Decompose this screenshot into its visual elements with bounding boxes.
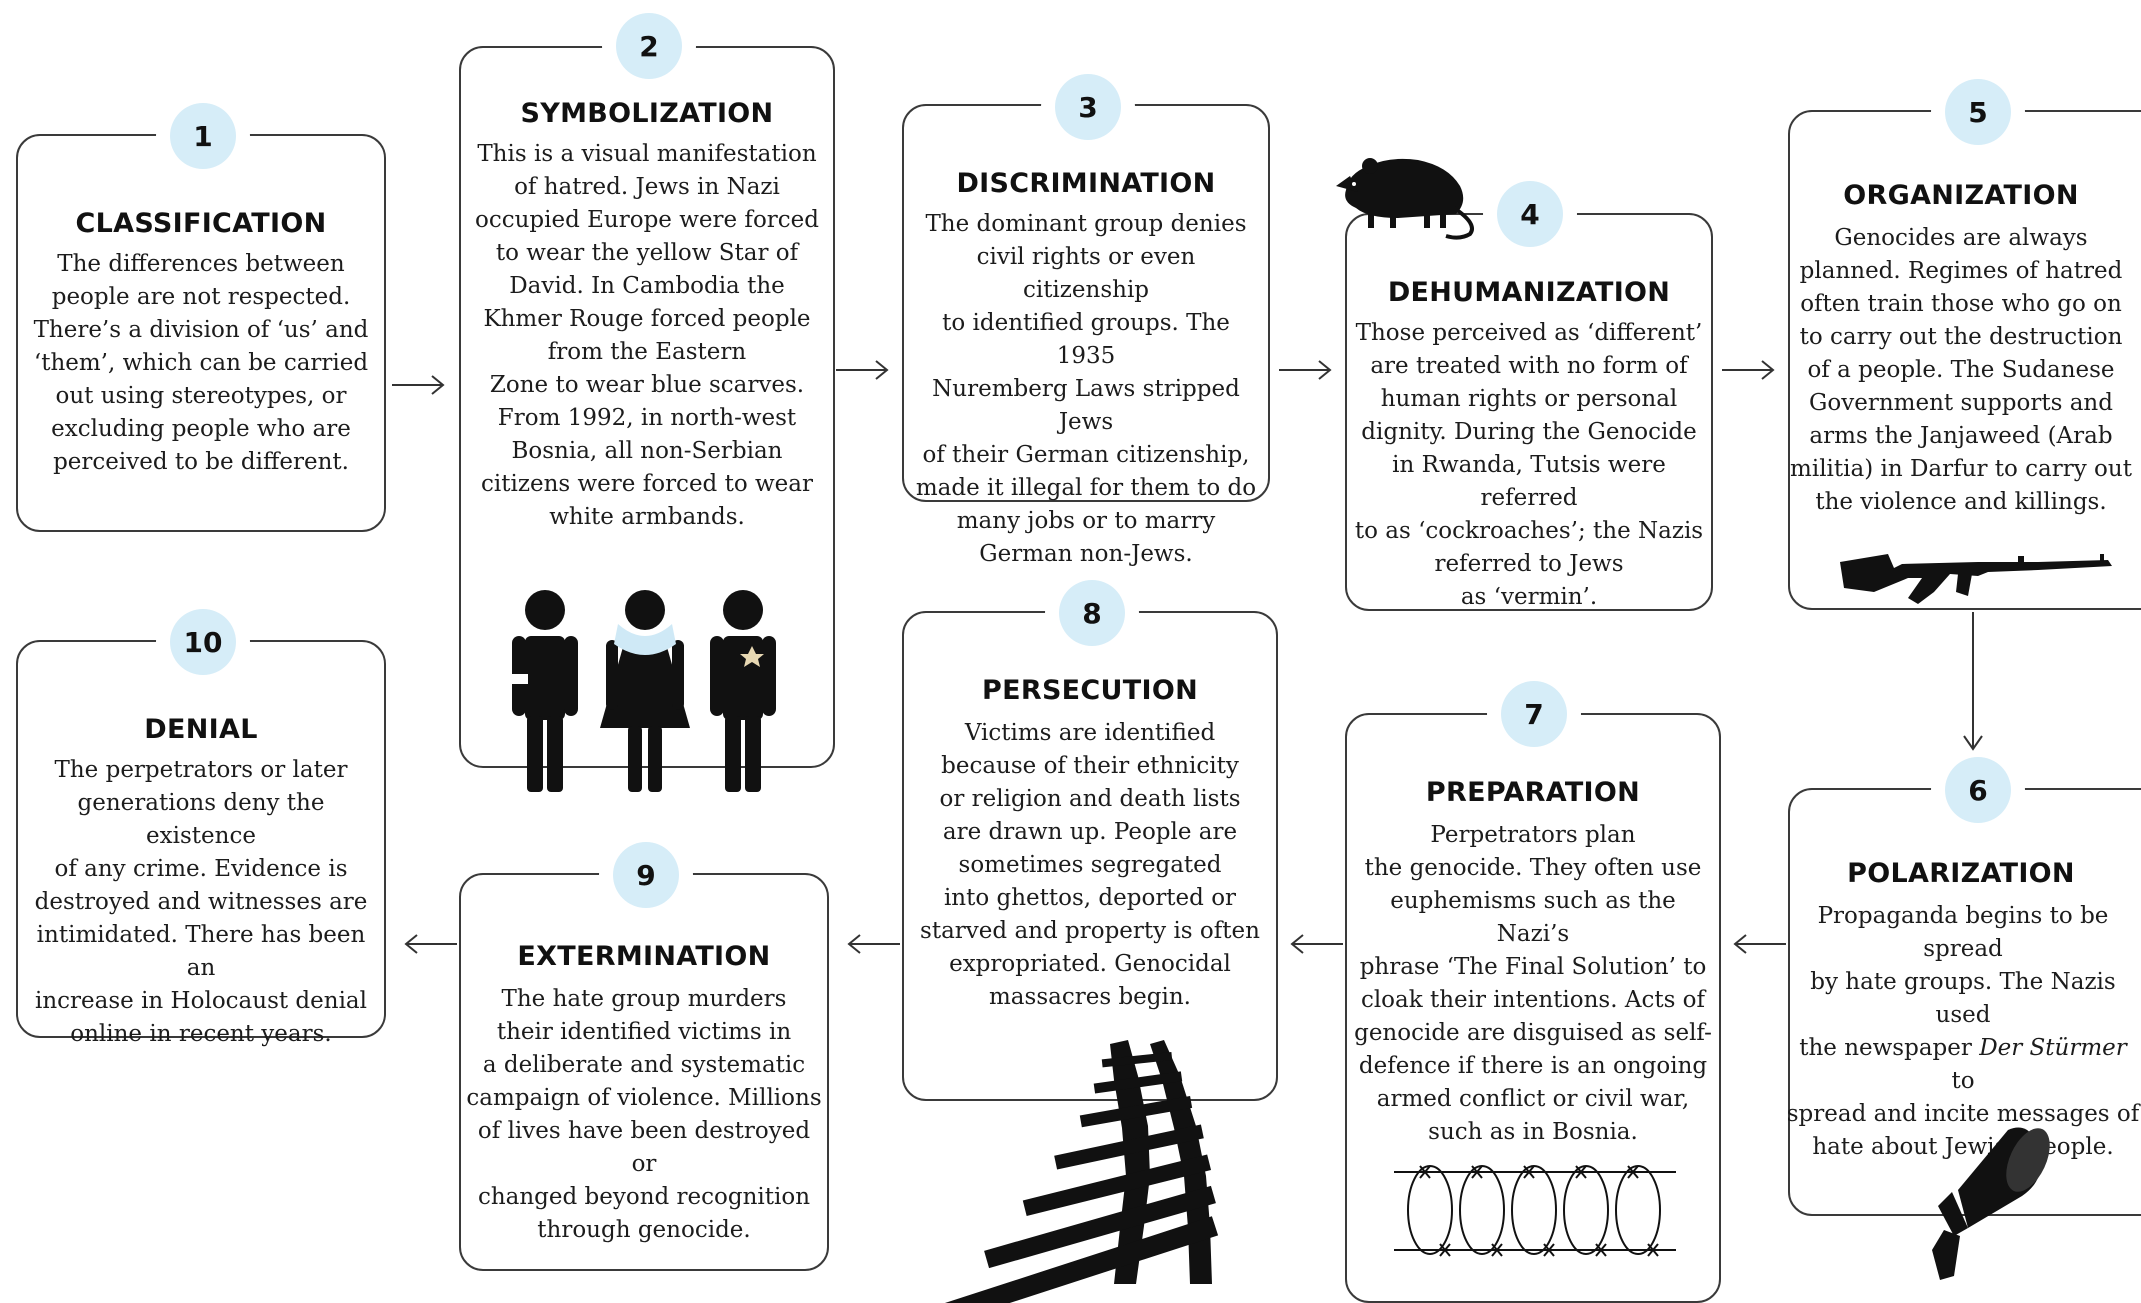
stage-number-badge: 8 [1059, 580, 1125, 646]
arrow-down-icon [1963, 612, 1983, 751]
stage-description: The hate group murders their identified … [466, 986, 822, 1243]
newspaper-name: Der Stürmer [1979, 1035, 2127, 1061]
stage-card-persecution: 8 PERSECUTION Victims are identified bec… [902, 580, 1278, 1101]
arrow-right-icon [836, 360, 889, 380]
stage-description: This is a visual manifestation of hatred… [474, 141, 820, 530]
rat-icon [1336, 158, 1474, 240]
rifle-icon [1840, 554, 2112, 604]
stage-title: DISCRIMINATION [956, 168, 1216, 199]
stage-title: SYMBOLIZATION [520, 98, 774, 129]
stage-title: POLARIZATION [1847, 858, 2075, 889]
stage-description: The dominant group denies civil rights o… [915, 211, 1257, 567]
stage-title: PERSECUTION [982, 675, 1198, 706]
stage-description: Perpetrators plan the genocide. They oft… [1354, 822, 1712, 1145]
stage-title: ORGANIZATION [1843, 180, 2079, 211]
stage-number-badge: 5 [1945, 79, 2011, 145]
arrow-left-icon [404, 934, 457, 954]
railway-tracks-icon [939, 1040, 1219, 1303]
stage-title: CLASSIFICATION [75, 208, 327, 239]
stage-title: PREPARATION [1425, 777, 1641, 808]
megaphone-icon [1932, 1127, 2050, 1280]
arrow-left-icon [1733, 934, 1786, 954]
stage-card-denial: 10 DENIAL The perpetrators or later gene… [16, 609, 386, 1047]
stage-number-badge: 10 [170, 609, 236, 675]
stage-card-organization: 5 ORGANIZATION Genocides are always plan… [1788, 79, 2141, 610]
stage-title: EXTERMINATION [517, 941, 771, 972]
stage-description: The perpetrators or later generations de… [34, 757, 368, 1047]
stage-number-badge: 9 [613, 842, 679, 908]
arrow-left-icon [847, 934, 900, 954]
stage-number-badge: 1 [170, 103, 236, 169]
three-figures-icon [510, 590, 776, 792]
stage-card-preparation: 7 PREPARATION Perpetrators plan the geno… [1345, 681, 1721, 1303]
stage-title: DENIAL [144, 714, 258, 745]
stage-number-badge: 4 [1497, 181, 1563, 247]
arrow-right-icon [1722, 360, 1775, 380]
arrow-right-icon [1279, 360, 1332, 380]
stage-number-badge: 7 [1501, 681, 1567, 747]
stage-description: The differences between people are not r… [33, 251, 369, 475]
stage-title: DEHUMANIZATION [1387, 277, 1671, 308]
stage-card-discrimination: 3 DISCRIMINATION The dominant group deni… [902, 74, 1270, 567]
stage-description: Victims are identified because of their … [920, 720, 1260, 1010]
stage-card-extermination: 9 EXTERMINATION The hate group murders t… [459, 842, 829, 1271]
stage-card-classification: 1 CLASSIFICATION The differences between… [16, 103, 386, 532]
stage-card-polarization: 6 POLARIZATION Propaganda begins to be s… [1786, 757, 2141, 1216]
stage-description: Those perceived as ‘different’ are treat… [1354, 320, 1704, 610]
stage-card-symbolization: 2 SYMBOLIZATION This is a visual manifes… [459, 13, 835, 768]
stage-number-badge: 6 [1945, 757, 2011, 823]
stage-number-badge: 3 [1055, 74, 1121, 140]
barbed-wire-icon [1394, 1165, 1676, 1257]
stage-card-dehumanization: 4 DEHUMANIZATION Those perceived as ‘dif… [1345, 181, 1713, 611]
arrow-left-icon [1290, 934, 1343, 954]
stage-description: Propaganda begins to be spread by hate g… [1786, 903, 2140, 1160]
arrow-right-icon [392, 375, 445, 395]
stage-number-badge: 2 [616, 13, 682, 79]
stage-description: Genocides are always planned. Regimes of… [1790, 225, 2132, 515]
